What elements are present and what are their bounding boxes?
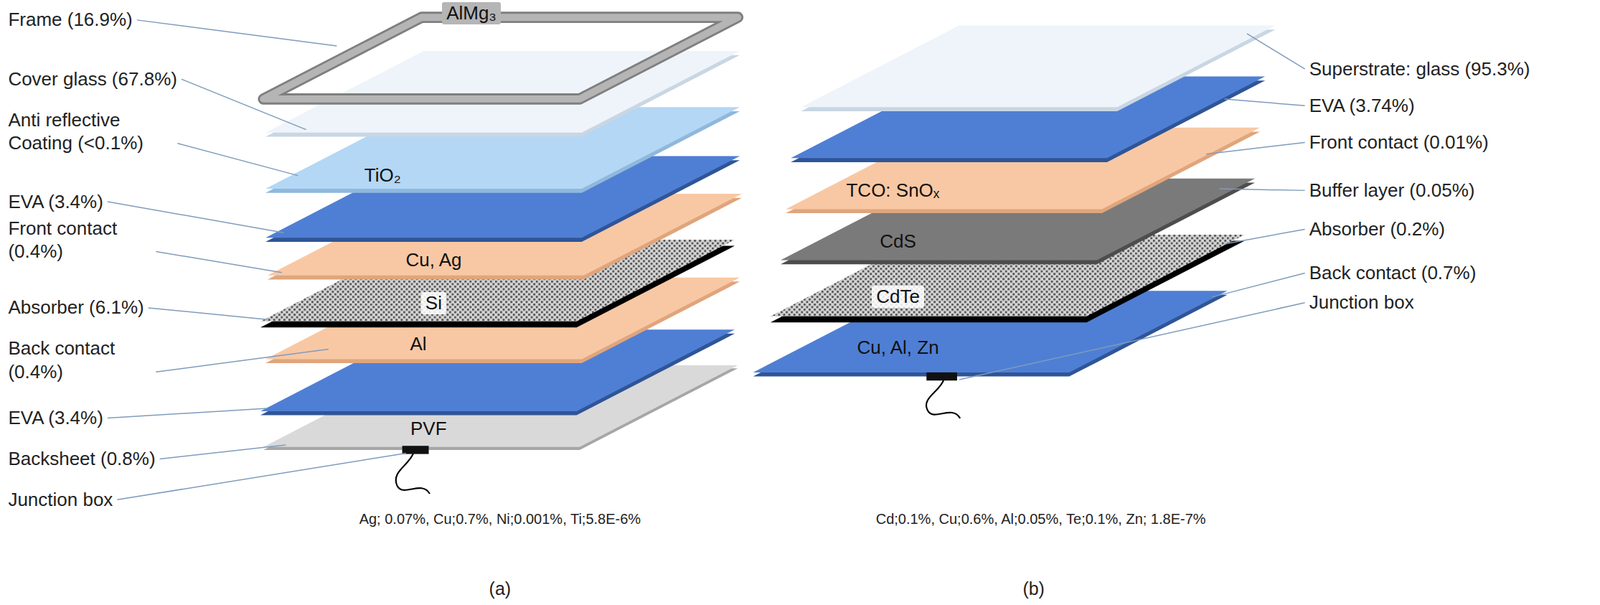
layer-node: Al bbox=[410, 332, 427, 356]
leader-line bbox=[107, 408, 268, 419]
leader-line bbox=[148, 307, 268, 320]
layer-material: CdS bbox=[879, 230, 917, 253]
panel-caption: (b) bbox=[1022, 577, 1045, 600]
leader-line bbox=[1206, 142, 1306, 155]
layer-callout: Cover glass (67.8%) bbox=[7, 67, 178, 92]
junction-box bbox=[926, 372, 958, 381]
leader-line bbox=[1224, 228, 1306, 244]
layer-material: PVF bbox=[410, 417, 447, 440]
leader-line bbox=[181, 78, 307, 130]
leader-line bbox=[1224, 99, 1306, 106]
layer-material: Si bbox=[425, 292, 442, 315]
layer-node: TiO₂ bbox=[364, 164, 402, 187]
leader-line bbox=[177, 143, 298, 176]
layer-callout: Absorber (0.2%) bbox=[1309, 217, 1446, 242]
layer-callout: Back contact (0.4%) bbox=[7, 336, 152, 384]
layer-material: CdTe bbox=[876, 285, 920, 308]
layer-callout: Back contact (0.7%) bbox=[1309, 261, 1477, 285]
junction-box bbox=[402, 445, 430, 454]
leader-line bbox=[155, 251, 282, 273]
layer-node: CdS bbox=[879, 230, 917, 253]
layer-callout: Backsheet (0.8%) bbox=[7, 446, 155, 471]
leader-line bbox=[1246, 33, 1306, 69]
junction-wire bbox=[926, 379, 960, 419]
layer-callout: Frame (16.9%) bbox=[7, 7, 133, 32]
layer-callout: Absorber (6.1%) bbox=[7, 295, 144, 320]
leader-line bbox=[107, 201, 285, 233]
element-content-note: Cd;0.1%, Cu;0.6%, Al;0.05%, Te;0.1%, Zn;… bbox=[876, 510, 1207, 529]
layer-material: TCO: SnOₓ bbox=[845, 179, 940, 202]
layer-callout: EVA (3.4%) bbox=[7, 406, 103, 430]
panel-caption: (a) bbox=[489, 577, 512, 600]
layer-node: Cu, Ag bbox=[405, 248, 462, 272]
layer-callout: Junction box bbox=[7, 487, 113, 512]
leader-line bbox=[959, 302, 1306, 380]
layer-material: Cu, Ag bbox=[405, 248, 462, 272]
layer-material: Al bbox=[410, 332, 427, 356]
leader-line bbox=[1219, 188, 1306, 191]
layer-callout: Buffer layer (0.05%) bbox=[1309, 178, 1476, 203]
layer-callout: Anti reflective Coating (<0.1%) bbox=[7, 108, 173, 155]
layer-node: TCO: SnOₓ bbox=[845, 179, 940, 202]
frame bbox=[263, 17, 738, 100]
layer-node: Si bbox=[421, 292, 447, 315]
layer-callout: Front contact (0.01%) bbox=[1309, 130, 1489, 155]
leader-line bbox=[137, 20, 338, 46]
layer-node: Cu, Al, Zn bbox=[856, 336, 939, 359]
layer-callout: Front contact (0.4%) bbox=[7, 216, 152, 264]
frame bbox=[263, 17, 738, 100]
leader-line bbox=[160, 444, 287, 459]
layer-callout: Junction box bbox=[1309, 290, 1415, 315]
layer-material: AlMg₃ bbox=[446, 2, 497, 25]
layer-callout: EVA (3.74%) bbox=[1309, 93, 1415, 118]
layer-node: AlMg₃ bbox=[441, 2, 501, 25]
layer-material: Cu, Al, Zn bbox=[856, 336, 939, 359]
layer-node: CdTe bbox=[871, 285, 925, 308]
layer-callout: EVA (3.4%) bbox=[7, 190, 103, 214]
layer-face bbox=[800, 25, 1275, 108]
leader-line bbox=[155, 348, 329, 372]
leader-line bbox=[116, 452, 407, 500]
layer-callout: Superstrate: glass (95.3%) bbox=[1309, 57, 1531, 82]
layer-material: TiO₂ bbox=[364, 164, 402, 187]
layer-node: PVF bbox=[410, 417, 447, 440]
junction-wire bbox=[396, 452, 430, 494]
leader-line bbox=[1212, 273, 1306, 298]
element-content-note: Ag; 0.07%, Cu;0.7%, Ni;0.001%, Ti;5.8E-6… bbox=[359, 510, 641, 529]
